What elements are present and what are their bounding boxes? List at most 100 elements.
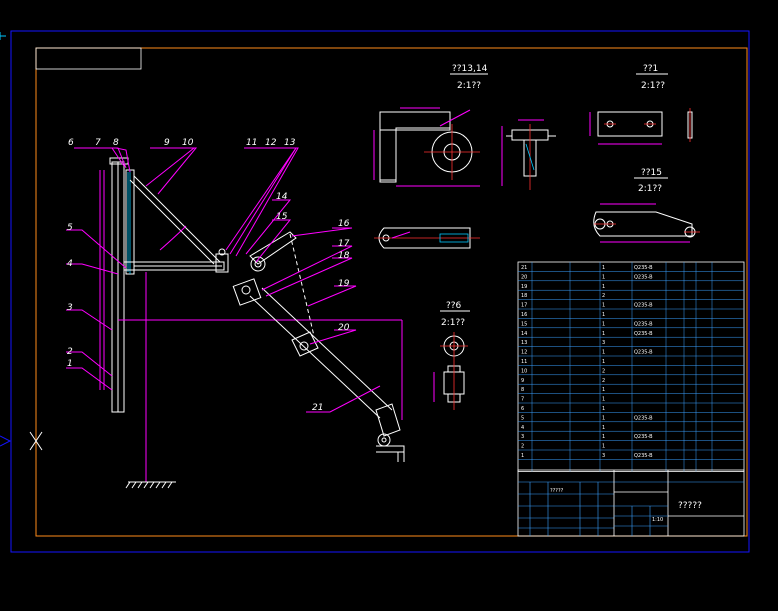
- parts-row-no: 8: [521, 387, 524, 393]
- parts-row-material: Q235-B: [634, 415, 653, 421]
- parts-row-qty: 1: [602, 350, 605, 356]
- callout-12: 12: [265, 138, 277, 148]
- view-6-title: ??6: [446, 301, 462, 311]
- parts-row-material: Q235-B: [634, 274, 653, 280]
- parts-row-material: Q235-B: [634, 303, 653, 309]
- inner-border: [35, 47, 748, 537]
- parts-row-qty: 3: [602, 453, 605, 459]
- callout-20: 20: [338, 323, 350, 333]
- callout-15: 15: [276, 212, 288, 222]
- view-13-14-scale: 2:1??: [457, 81, 481, 91]
- parts-row-no: 4: [521, 425, 524, 431]
- callout-11: 11: [246, 138, 257, 148]
- parts-row-qty: 1: [602, 284, 605, 290]
- parts-row-qty: 1: [602, 397, 605, 403]
- parts-row-qty: 2: [602, 378, 605, 384]
- parts-row-qty: 1: [602, 425, 605, 431]
- outer-border: [10, 30, 750, 553]
- parts-row-qty: 1: [602, 359, 605, 365]
- parts-row-qty: 1: [602, 331, 605, 337]
- parts-row-no: 19: [521, 284, 527, 290]
- callout-18: 18: [338, 251, 350, 261]
- parts-row-qty: 1: [602, 415, 605, 421]
- view-part-15: ??15 2:1??: [593, 168, 700, 243]
- callout-6: 6: [68, 138, 74, 148]
- callout-16: 16: [338, 219, 350, 229]
- view-15-title: ??15: [641, 168, 662, 178]
- callout-3: 3: [67, 303, 73, 313]
- parts-row-material: Q235-B: [634, 321, 653, 327]
- view-1-title: ??1: [643, 64, 658, 74]
- callout-2: 2: [67, 347, 73, 357]
- left-arrow-marker: [0, 435, 12, 447]
- callout-labels: 1 2 3 4 5 6 7 8 9 10 11 12 13 14 15 16 1…: [67, 138, 350, 413]
- parts-row-no: 17: [521, 303, 527, 309]
- parts-row-no: 13: [521, 340, 527, 346]
- parts-row-material: Q235-B: [634, 265, 653, 271]
- view-6-scale: 2:1??: [441, 318, 465, 328]
- parts-row-material: Q235-B: [634, 331, 653, 337]
- view-15-scale: 2:1??: [638, 184, 662, 194]
- parts-row-qty: 1: [602, 321, 605, 327]
- parts-row-material: Q235-B: [634, 350, 653, 356]
- callout-4: 4: [67, 259, 73, 269]
- parts-row-material: Q235-B: [634, 453, 653, 459]
- parts-row-no: 21: [521, 265, 527, 271]
- cross-marker: [29, 431, 43, 451]
- parts-row-no: 11: [521, 359, 527, 365]
- parts-row-no: 2: [521, 444, 524, 450]
- callout-8: 8: [113, 138, 119, 148]
- parts-row-no: 16: [521, 312, 527, 318]
- callout-5: 5: [67, 223, 73, 233]
- view-13-14-title: ??13,14: [452, 64, 488, 74]
- callout-21: 21: [312, 403, 323, 413]
- parts-row-material: Q235-B: [634, 434, 653, 440]
- callout-17: 17: [338, 239, 350, 249]
- corner-box: [35, 47, 142, 70]
- parts-row-no: 18: [521, 293, 527, 299]
- drawing-name: ?????: [678, 501, 702, 511]
- view-arm-detail: [374, 227, 480, 249]
- callout-1: 1: [67, 359, 73, 369]
- callout-13: 13: [284, 138, 296, 148]
- parts-row-no: 15: [521, 321, 527, 327]
- parts-row-qty: 1: [602, 434, 605, 440]
- parts-row-qty: 1: [602, 303, 605, 309]
- parts-row-qty: 1: [602, 274, 605, 280]
- drawing-scale: 1:10: [652, 517, 663, 523]
- parts-row-no: 14: [521, 331, 527, 337]
- callout-14: 14: [276, 192, 288, 202]
- parts-row-qty: 1: [602, 312, 605, 318]
- parts-row-qty: 1: [602, 387, 605, 393]
- parts-row-qty: 2: [602, 368, 605, 374]
- parts-row-qty: 2: [602, 293, 605, 299]
- view-1-scale: 2:1??: [641, 81, 665, 91]
- view-part-6: ??6 2:1??: [433, 301, 470, 410]
- view-section-13-14: ??13,14 2:1??: [373, 64, 488, 187]
- parts-row-qty: 3: [602, 340, 605, 346]
- parts-row-no: 7: [521, 397, 524, 403]
- view-bracket: [501, 119, 556, 190]
- parts-row-no: 20: [521, 274, 527, 280]
- parts-row-no: 1: [521, 453, 524, 459]
- parts-row-qty: 1: [602, 444, 605, 450]
- callout-7: 7: [95, 138, 101, 148]
- parts-row-no: 3: [521, 434, 524, 440]
- parts-row-no: 6: [521, 406, 524, 412]
- parts-row-no: 10: [521, 368, 527, 374]
- callout-10: 10: [182, 138, 194, 148]
- callout-19: 19: [338, 279, 350, 289]
- parts-row-qty: 1: [602, 265, 605, 271]
- callout-9: 9: [164, 138, 170, 148]
- drawing-code: ?????: [550, 488, 564, 494]
- title-block: ????? 1:10 ?????: [517, 469, 745, 537]
- parts-row-no: 12: [521, 350, 527, 356]
- corner-marker: [0, 32, 6, 40]
- view-part-1: ??1 2:1??: [589, 64, 693, 145]
- main-assembly: [66, 147, 405, 489]
- parts-row-qty: 1: [602, 406, 605, 412]
- parts-row-no: 9: [521, 378, 524, 384]
- parts-row-no: 5: [521, 415, 524, 421]
